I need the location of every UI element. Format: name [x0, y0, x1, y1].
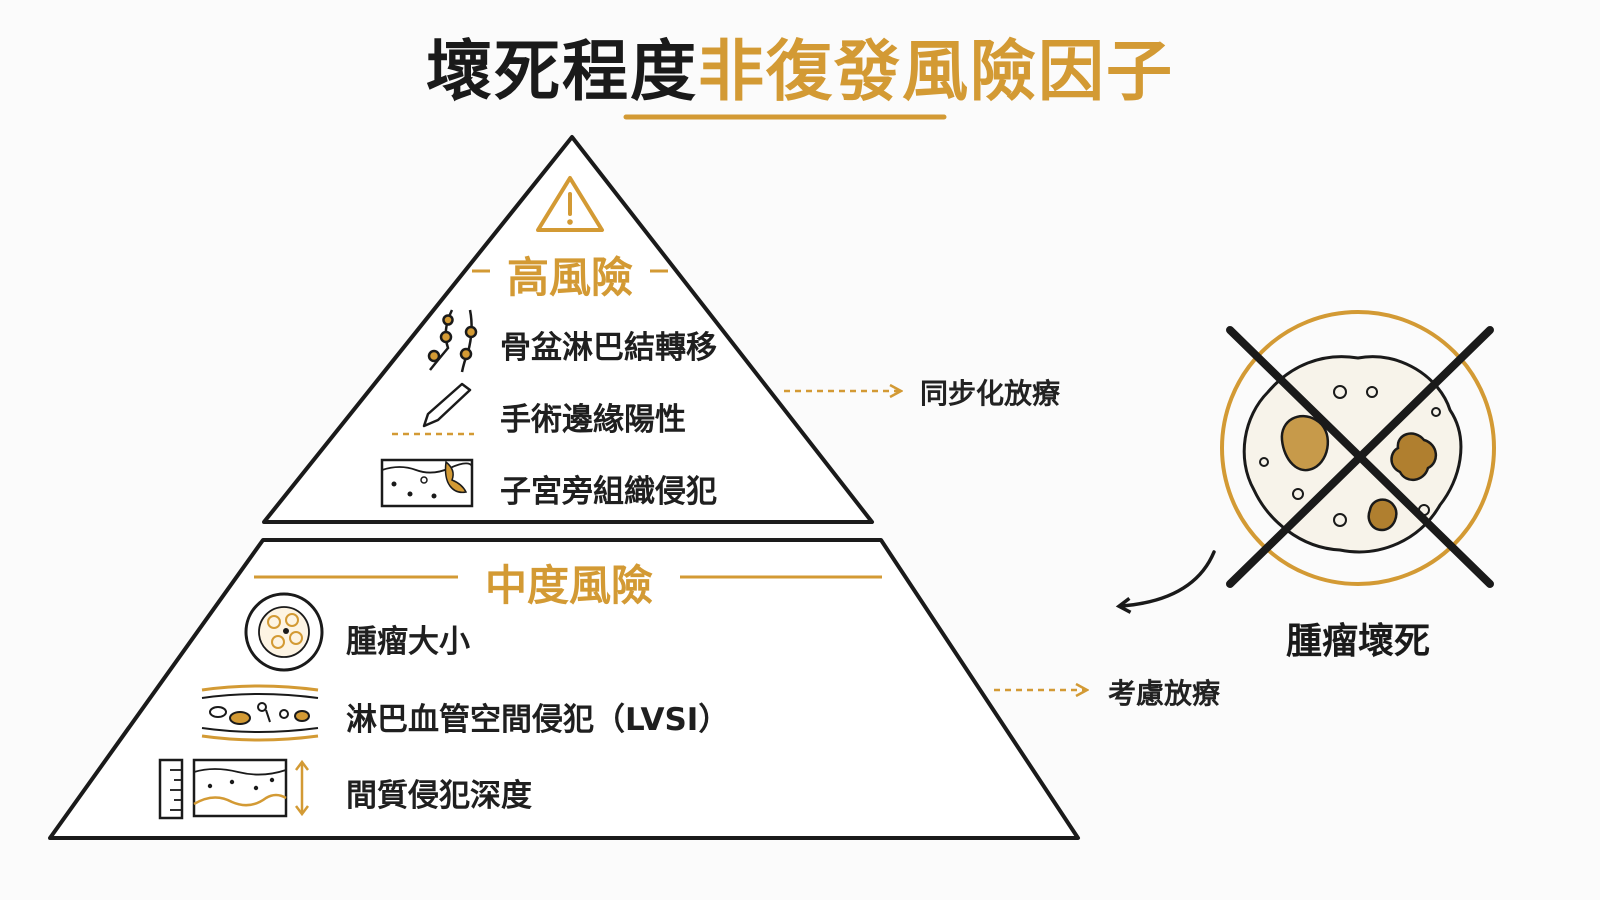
title-accent: 非復發風險因子 — [698, 33, 1174, 110]
high-risk-tier — [262, 135, 874, 524]
necrotic-tumor-crossed-icon — [1220, 310, 1496, 588]
tumor-cell-cluster-icon — [244, 592, 324, 672]
page-title: 壞死程度非復發風險因子 — [0, 18, 1600, 114]
title-prefix: 壞死程度 — [426, 33, 698, 110]
high-risk-label: 高風險 — [506, 253, 634, 302]
high-risk-item-pelvic-lymph-node: 骨盆淋巴結轉移 — [500, 330, 717, 366]
high-risk-item-parametrial-invasion: 子宮旁組織侵犯 — [500, 474, 717, 510]
medium-risk-item-lvsi: 淋巴血管空間侵犯（LVSI） — [346, 702, 730, 738]
medium-risk-item-stromal-depth: 間質侵犯深度 — [346, 778, 532, 814]
medium-risk-item-tumor-size: 腫瘤大小 — [346, 624, 470, 660]
stromal-depth-icon — [158, 758, 309, 820]
medium-risk-label: 中度風險 — [484, 561, 654, 610]
high-risk-item-positive-margin: 手術邊緣陽性 — [500, 402, 686, 438]
lymph-node-chain-icon — [427, 309, 478, 373]
lymph-vessel-icon — [201, 684, 319, 742]
tissue-invasion-icon — [380, 458, 474, 508]
warning-triangle-icon — [536, 176, 604, 232]
high-risk-action: 同步化放療 — [920, 377, 1061, 410]
scalpel-icon — [392, 382, 474, 436]
necrosis-curved-arrow — [1115, 550, 1216, 614]
necrosis-label: 腫瘤壞死 — [1285, 621, 1431, 662]
medium-risk-action: 考慮放療 — [1108, 677, 1221, 710]
